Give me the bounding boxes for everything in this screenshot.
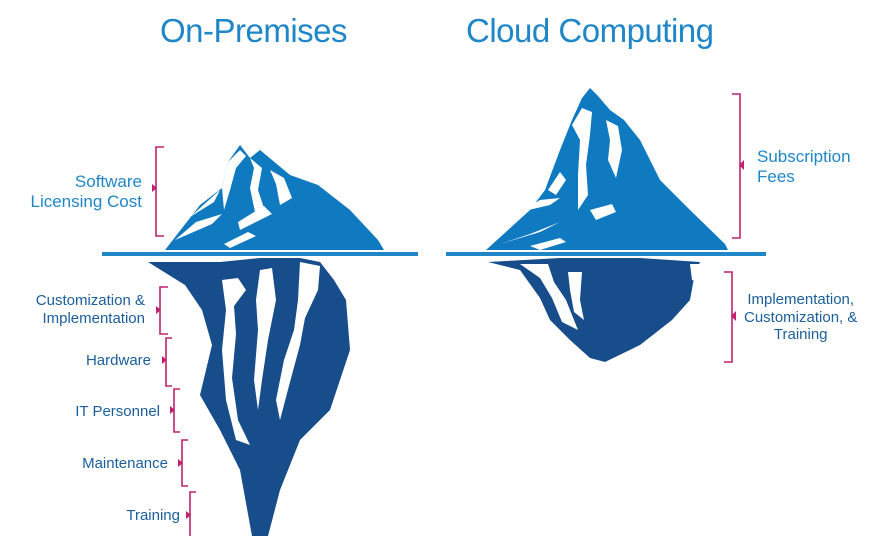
bracket-arrow-training xyxy=(186,511,191,519)
bracket-arrow-maintenance xyxy=(178,459,183,467)
label-customization-implementation: Customization & Implementation xyxy=(35,292,145,327)
label-training: Training xyxy=(126,507,180,524)
label-subscription-fees: Subscription Fees xyxy=(757,147,851,187)
label-hardware: Hardware xyxy=(85,352,151,369)
bracket-arrow-software-licensing xyxy=(152,184,157,192)
bracket-hardware xyxy=(165,337,172,387)
bracket-training xyxy=(189,491,196,536)
bracket-arrow-customization xyxy=(156,306,161,314)
bracket-software-licensing xyxy=(155,146,164,237)
label-it-personnel: IT Personnel xyxy=(75,403,160,420)
bracket-subscription-fees xyxy=(732,93,741,239)
right-iceberg-tip xyxy=(486,88,728,250)
bracket-arrow-subscription xyxy=(739,160,744,170)
bracket-arrow-hardware xyxy=(162,356,167,364)
label-software-licensing-cost: Software Licensing Cost xyxy=(30,172,142,212)
bracket-implementation-customization-training xyxy=(724,271,733,363)
label-maintenance: Maintenance xyxy=(82,455,168,472)
bracket-it-personnel xyxy=(173,388,180,433)
label-implementation-customization-training: Implementation, Customization, & Trainin… xyxy=(744,291,858,344)
on-premises-title: On-Premises xyxy=(160,12,348,49)
right-iceberg-base xyxy=(488,258,700,362)
left-iceberg-base xyxy=(148,258,350,536)
left-iceberg-tip xyxy=(165,145,384,250)
cloud-computing-title: Cloud Computing xyxy=(466,12,714,49)
bracket-customization-implementation xyxy=(159,286,168,335)
bracket-arrow-implementation xyxy=(731,311,736,321)
bracket-arrow-it-personnel xyxy=(170,406,175,414)
